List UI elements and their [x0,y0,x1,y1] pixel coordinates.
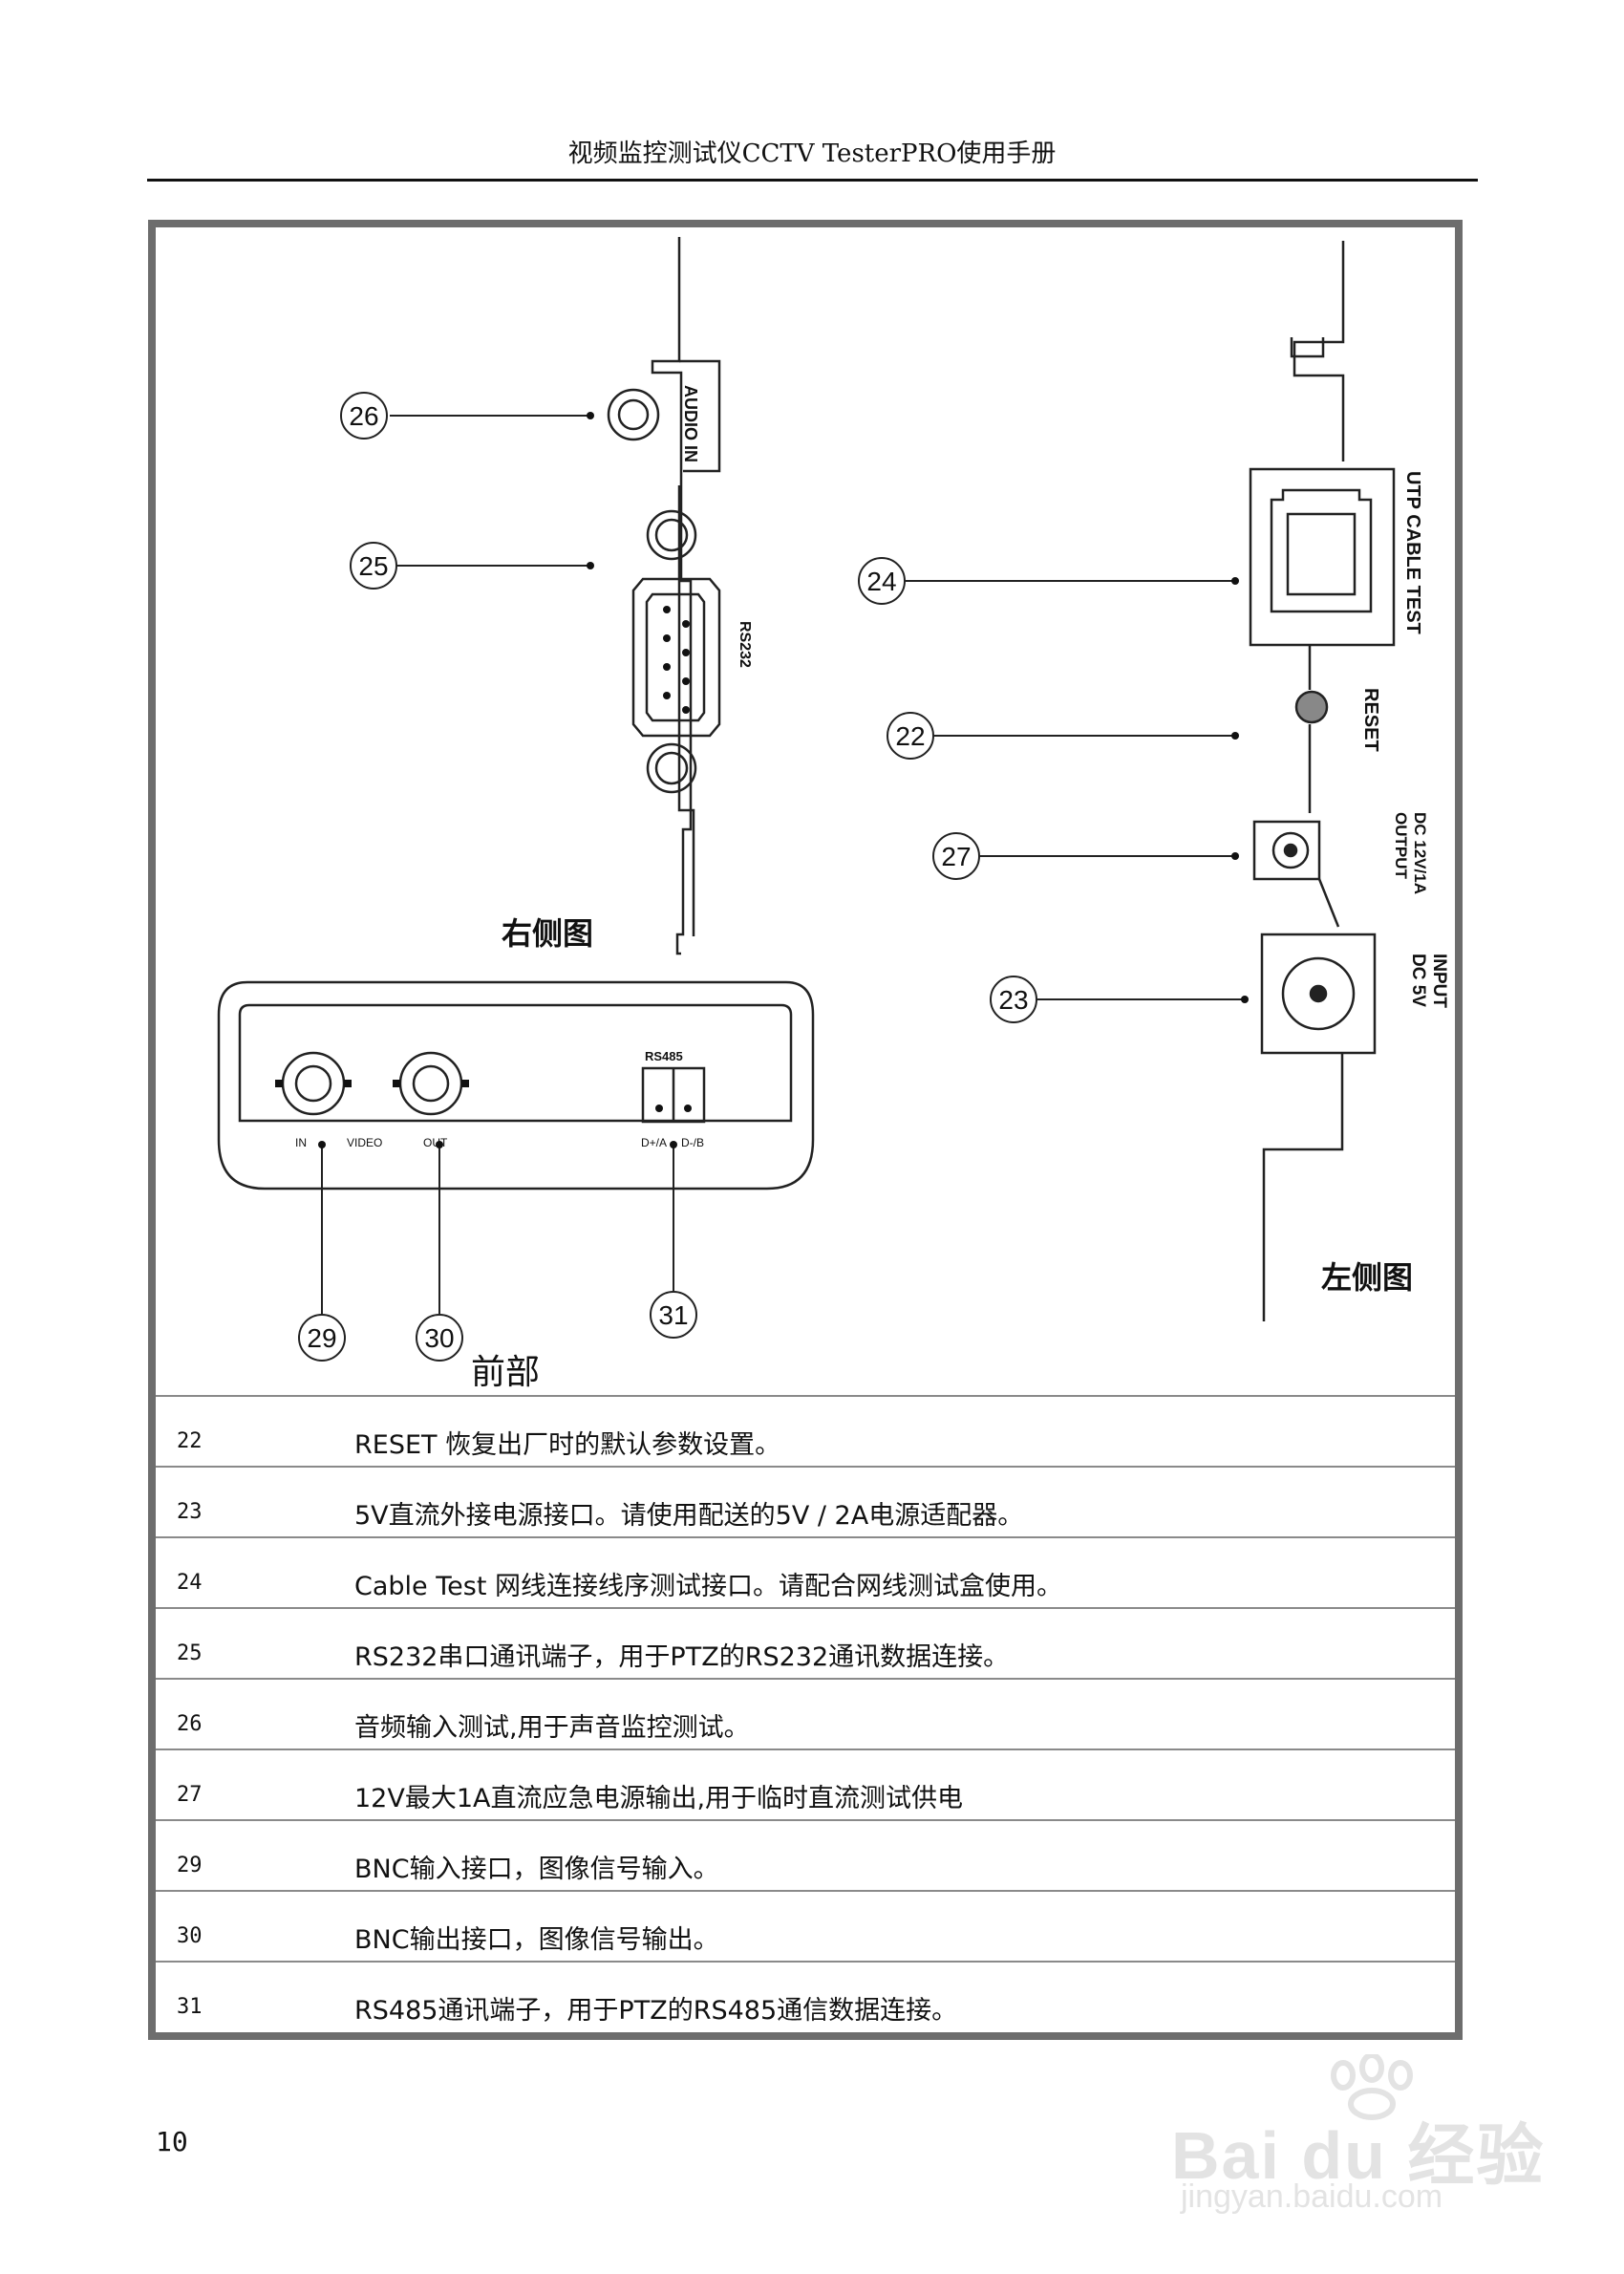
front-panel-outline [217,980,815,1191]
row-number: 26 [177,1712,203,1736]
dc-output-label-2: OUTPUT [1392,812,1410,880]
video-out-label: OUT [423,1136,448,1149]
spec-table: 22 RESET 恢复出厂时的默认参数设置。 23 5V直流外接电源接口。请使用… [156,1395,1455,2031]
table-row: 30 BNC输出接口，图像信号输出。 [156,1890,1455,1961]
row-number: 24 [177,1571,203,1595]
row-number: 31 [177,1995,203,2019]
right-side-caption: 右侧图 [502,916,593,951]
paw-icon [1331,2054,1413,2120]
left-side-caption: 左侧图 [1321,1260,1413,1295]
screw-icon [646,509,697,561]
row-description: BNC输出接口，图像信号输出。 [354,1925,719,1955]
reset-label: RESET [1360,688,1381,752]
callout-label: 29 [307,1323,336,1353]
rs232-port [631,577,721,738]
connector-diagram: 26 25 24 22 27 23 29 30 31 AUDIO IN RS23… [217,237,1449,1392]
bnc-in-port [281,1051,346,1116]
bnc-out-port [398,1051,463,1116]
callout-25 [350,542,397,590]
callout-label: 31 [658,1300,688,1330]
row-description: 音频输入测试,用于声音监控测试。 [354,1713,750,1743]
table-row: 25 RS232串口通讯端子，用于PTZ的RS232通讯数据连接。 [156,1607,1455,1678]
right-side-outline-2 [679,359,721,473]
page-number: 10 [156,2126,188,2157]
dc-input-port [1260,933,1377,1055]
table-row: 26 音频输入测试,用于声音监控测试。 [156,1678,1455,1748]
table-row: 22 RESET 恢复出厂时的默认参数设置。 [156,1395,1455,1466]
dc-output-port [1252,820,1321,881]
left-side-outline [1293,241,1345,461]
callout-label: 26 [349,401,378,431]
row-number: 30 [177,1924,203,1948]
audio-in-label: AUDIO IN [681,385,700,462]
row-number: 27 [177,1783,203,1807]
callout-label: 23 [998,985,1028,1015]
reset-button [1294,690,1329,724]
watermark-logo: Bai du 经验 jingyan.baidu.com [1171,2054,1572,2215]
row-number: 29 [177,1854,203,1877]
video-label: VIDEO [347,1136,382,1149]
row-description: 12V最大1A直流应急电源输出,用于临时直流测试供电 [354,1784,964,1813]
dc-output-label-1: DC 12V/1A [1411,812,1429,894]
utp-label: UTP CABLE TEST [1402,471,1423,634]
row-number: 22 [177,1429,203,1453]
input-label-1: INPUT [1429,954,1449,1008]
screw-icon [646,742,697,794]
callout-label: 22 [895,721,925,751]
callout-30 [416,1314,463,1362]
callout-label: 24 [866,567,896,596]
row-number: 25 [177,1641,203,1665]
callout-27 [932,832,980,880]
content-frame: 26 25 24 22 27 23 29 30 31 AUDIO IN RS23… [148,220,1463,2040]
callout-label: 25 [358,551,388,581]
callout-label: 30 [424,1323,454,1353]
callout-23 [990,976,1037,1023]
callout-26 [340,392,388,440]
table-row: 31 RS485通讯端子，用于PTZ的RS485通信数据连接。 [156,1961,1455,2031]
front-caption: 前部 [471,1353,540,1392]
video-in-label: IN [295,1136,307,1149]
audio-jack [607,388,660,441]
utp-port [1249,467,1396,647]
d-plus-label: D+/A [641,1136,667,1149]
row-description: RS232串口通讯端子，用于PTZ的RS232通讯数据连接。 [354,1642,1010,1672]
callout-22 [887,712,934,760]
row-description: RESET 恢复出厂时的默认参数设置。 [354,1430,781,1460]
row-description: RS485通讯端子，用于PTZ的RS485通信数据连接。 [354,1996,958,2026]
input-label-2: DC 5V [1408,954,1428,1007]
table-row: 24 Cable Test 网线连接线序测试接口。请配合网线测试盒使用。 [156,1536,1455,1607]
row-description: Cable Test 网线连接线序测试接口。请配合网线测试盒使用。 [354,1572,1062,1601]
d-minus-label: D-/B [681,1136,704,1149]
table-row: 29 BNC输入接口，图像信号输入。 [156,1819,1455,1890]
callout-31 [650,1291,697,1339]
watermark-main: Bai du 经验 [1171,2118,1546,2193]
table-row: 27 12V最大1A直流应急电源输出,用于临时直流测试供电 [156,1748,1455,1819]
row-description: 5V直流外接电源接口。请使用配送的5V / 2A电源适配器。 [354,1501,1024,1531]
callout-29 [298,1314,346,1362]
row-description: BNC输入接口，图像信号输入。 [354,1855,719,1884]
right-side-outline [651,237,693,955]
callout-24 [858,557,906,605]
header-rule [147,179,1478,182]
page-header: 视频监控测试仪CCTV TesterPRO使用手册 [567,139,1057,168]
callout-label: 27 [941,842,971,871]
rs485-label: RS485 [645,1049,683,1063]
row-number: 23 [177,1500,203,1524]
table-row: 23 5V直流外接电源接口。请使用配送的5V / 2A电源适配器。 [156,1466,1455,1536]
rs232-label: RS232 [737,621,753,668]
watermark-sub: jingyan.baidu.com [1181,2178,1443,2215]
